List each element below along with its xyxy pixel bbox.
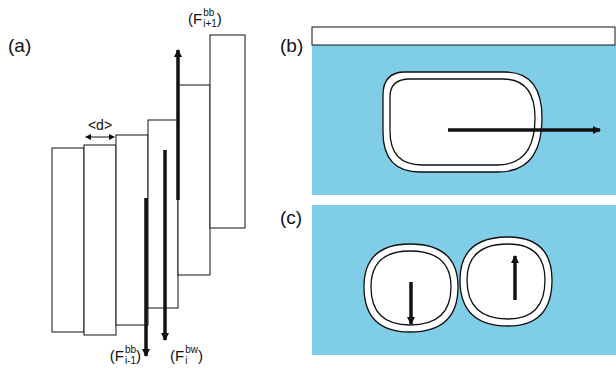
bacterium-cell bbox=[460, 237, 552, 326]
force-subscript: i+1 bbox=[203, 19, 217, 30]
bacterium-cell bbox=[383, 72, 542, 172]
panel-label: (a) bbox=[8, 36, 31, 55]
force-label: (Fbbi-1) bbox=[110, 345, 141, 366]
index-stack: bbi+1 bbox=[203, 8, 217, 29]
force-superscript: bb bbox=[203, 8, 217, 19]
medium-region bbox=[312, 45, 616, 195]
force-bracket: ) bbox=[217, 11, 222, 26]
force-superscript: bw bbox=[185, 345, 198, 356]
medium-region bbox=[312, 205, 616, 355]
force-symbol: (F bbox=[110, 348, 124, 363]
force-bracket: ) bbox=[136, 348, 141, 363]
index-stack: bwi bbox=[185, 345, 198, 366]
force-label: (Fbbi+1) bbox=[188, 8, 222, 29]
motion-arrow bbox=[448, 128, 600, 132]
wall-surface bbox=[312, 27, 615, 45]
spacing-arrow bbox=[86, 137, 114, 138]
bacterium-cell bbox=[364, 244, 458, 332]
panel-label: (b) bbox=[280, 36, 303, 55]
force-symbol: (F bbox=[188, 11, 202, 26]
force-label: (Fbwi) bbox=[170, 345, 203, 366]
bacteria-stack bbox=[52, 35, 245, 335]
panel-label: (c) bbox=[280, 208, 302, 227]
force-subscript: i bbox=[185, 356, 198, 367]
force-subscript: i-1 bbox=[125, 356, 136, 367]
index-stack: bbi-1 bbox=[125, 345, 136, 366]
motion-arrow bbox=[411, 256, 515, 324]
force-bracket: ) bbox=[198, 348, 203, 363]
force-arrows bbox=[146, 50, 178, 356]
spacing-label: <d> bbox=[88, 118, 112, 132]
force-superscript: bb bbox=[125, 345, 136, 356]
force-symbol: (F bbox=[170, 348, 184, 363]
